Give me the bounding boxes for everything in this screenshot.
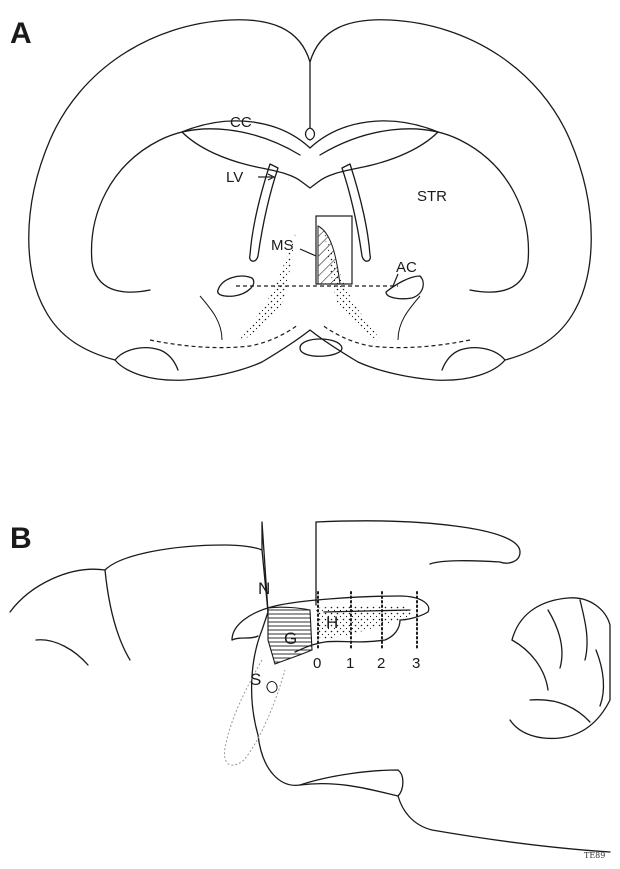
cerebellum-folia-2: [512, 640, 590, 722]
ventral-inner-left: [200, 296, 222, 340]
level-label-2: 2: [377, 655, 385, 672]
corpus-callosum: [182, 121, 438, 188]
label-cc: CC: [230, 114, 252, 131]
ventral-lobe-left: [115, 348, 178, 370]
label-ms: MS: [271, 237, 294, 254]
ventral-dashed-contour-left: [150, 325, 298, 348]
panel-a-letter: A: [10, 17, 32, 50]
artist-signature: TE89: [584, 851, 605, 860]
lower-brainstem-line: [300, 770, 403, 796]
panel-a: A: [10, 17, 591, 380]
label-s: S: [250, 670, 261, 689]
sagittal-section-drawing: [10, 521, 610, 852]
ventral-dashed-contour-right: [322, 325, 470, 348]
panel-b-letter: B: [10, 522, 32, 555]
panel-b: B: [10, 521, 610, 860]
cortex-inner-left: [92, 129, 300, 292]
label-h: H: [326, 613, 338, 632]
sulcus-2: [36, 640, 88, 665]
sagittal-outline: [10, 545, 610, 852]
label-str: STR: [417, 188, 447, 205]
cerebellum-folia-1: [548, 600, 587, 668]
midline-fissure: [306, 62, 315, 140]
coronal-section-drawing: [29, 20, 592, 380]
stipple-region: [236, 230, 384, 345]
probe-slit-left: [262, 522, 268, 612]
label-ac: AC: [396, 259, 417, 276]
lateral-ventricle-right: [342, 164, 370, 261]
s-loop: [267, 682, 277, 693]
level-label-1: 1: [346, 655, 354, 672]
sulcus-1: [105, 570, 130, 660]
ms-arrow: [300, 249, 316, 256]
label-n: N: [258, 579, 270, 598]
cortex-top-right: [316, 521, 520, 564]
anterior-commissure-left: [218, 276, 254, 296]
label-lv: LV: [226, 169, 243, 186]
ventral-lobe-right: [442, 348, 505, 370]
ventral-inner-right: [398, 296, 420, 340]
level-label-0: 0: [313, 655, 321, 672]
level-label-3: 3: [412, 655, 420, 672]
anterior-commissure-right: [386, 276, 423, 299]
label-g: G: [284, 629, 297, 648]
cerebellum-folia-3: [596, 650, 603, 706]
septal-hatch: [318, 226, 340, 284]
cortex-inner-right: [320, 129, 528, 292]
